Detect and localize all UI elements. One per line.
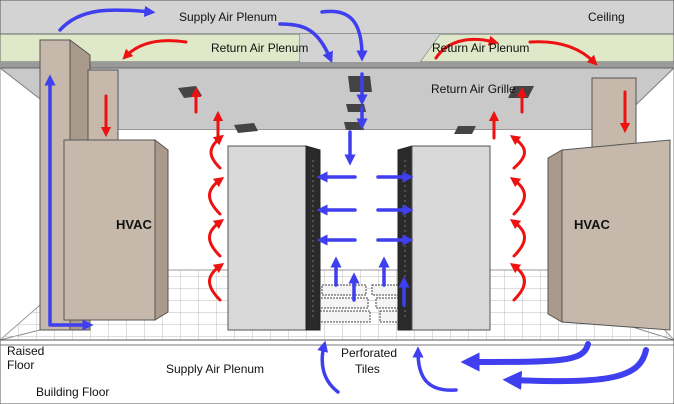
supply-air-plenum-bottom-label: Supply Air Plenum <box>166 362 265 376</box>
supply-air-arrows <box>44 5 649 394</box>
building-floor-label: Building Floor <box>36 385 110 399</box>
hvac-left-label: HVAC <box>116 217 152 232</box>
ceiling-label: Ceiling <box>588 10 625 24</box>
server-rack-left <box>227 145 321 331</box>
perforated-tiles-label-line2: Tiles <box>355 362 380 376</box>
ceiling-slab <box>0 62 674 68</box>
raised-floor-label-line2: Floor <box>7 358 35 372</box>
supply-air-plenum-top <box>0 0 674 35</box>
server-rack-right <box>397 145 491 331</box>
return-air-grille-label: Return Air Grille <box>431 82 516 96</box>
supply-air-plenum-top-label: Supply Air Plenum <box>179 10 278 24</box>
raised-floor-label-line1: Raised <box>7 344 45 358</box>
return-air-plenum-right-label: Return Air Plenum <box>432 41 530 55</box>
hvac-right-label: HVAC <box>574 217 610 232</box>
perforated-tiles-label-line1: Perforated <box>341 346 398 360</box>
return-air-plenum-left-label: Return Air Plenum <box>211 41 309 55</box>
return-air-arrows <box>100 35 631 302</box>
hvac-left <box>39 39 169 331</box>
